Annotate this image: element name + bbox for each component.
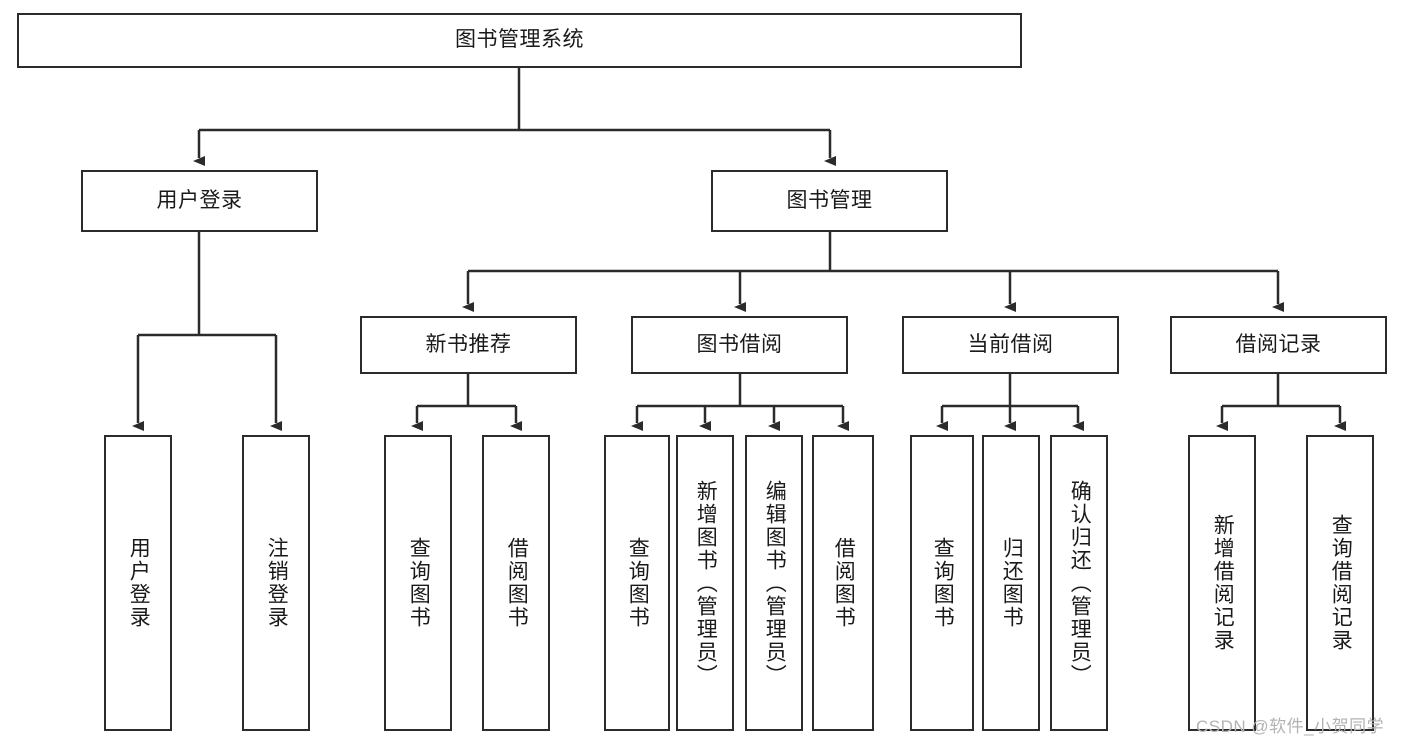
leaf-current-query-book[interactable]: 查询图书 xyxy=(910,435,974,731)
node-label: 图书借阅 xyxy=(696,332,783,356)
node-user-login[interactable]: 用户登录 xyxy=(81,170,318,232)
leaf-record-add-record[interactable]: 新增借阅记录 xyxy=(1188,435,1256,731)
node-label: 查询借阅记录 xyxy=(1329,514,1353,652)
leaf-current-return-book[interactable]: 归还图书 xyxy=(982,435,1040,731)
node-label: 新增图书（管理员） xyxy=(694,479,718,687)
node-label: 归还图书 xyxy=(1000,537,1024,629)
node-label: 确认归还（管理员） xyxy=(1068,479,1092,687)
leaf-user-login-login[interactable]: 用户登录 xyxy=(104,435,172,731)
leaf-borrow-borrow-book[interactable]: 借阅图书 xyxy=(812,435,874,731)
node-label: 用户登录 xyxy=(127,537,151,629)
leaf-borrow-query-book[interactable]: 查询图书 xyxy=(604,435,670,731)
leaf-borrow-edit-book[interactable]: 编辑图书（管理员） xyxy=(745,435,803,731)
node-label: 查询图书 xyxy=(407,537,431,629)
node-label: 借阅图书 xyxy=(832,537,856,629)
node-label: 当前借阅 xyxy=(967,332,1054,356)
node-root-system[interactable]: 图书管理系统 xyxy=(17,13,1022,68)
node-label: 查询图书 xyxy=(931,537,955,629)
node-label: 图书管理系统 xyxy=(455,28,584,52)
node-label: 借阅图书 xyxy=(505,537,529,629)
leaf-record-query-record[interactable]: 查询借阅记录 xyxy=(1306,435,1374,731)
watermark-csdn: CSDN @软件_小贺同学 xyxy=(1196,717,1385,736)
node-label: 图书管理 xyxy=(786,188,873,212)
node-label: 用户登录 xyxy=(156,188,243,212)
node-borrow-record[interactable]: 借阅记录 xyxy=(1170,316,1387,374)
leaf-new-book-borrow[interactable]: 借阅图书 xyxy=(482,435,550,731)
node-label: 查询图书 xyxy=(626,537,650,629)
node-label: 编辑图书（管理员） xyxy=(763,479,787,687)
node-label: 借阅记录 xyxy=(1235,332,1322,356)
node-new-book-recommend[interactable]: 新书推荐 xyxy=(360,316,577,374)
node-book-management[interactable]: 图书管理 xyxy=(711,170,948,232)
node-label: 新书推荐 xyxy=(425,332,512,356)
node-label: 注销登录 xyxy=(265,537,289,629)
leaf-borrow-add-book[interactable]: 新增图书（管理员） xyxy=(676,435,734,731)
node-book-borrow[interactable]: 图书借阅 xyxy=(631,316,848,374)
leaf-current-confirm-return[interactable]: 确认归还（管理员） xyxy=(1050,435,1108,731)
leaf-new-book-query[interactable]: 查询图书 xyxy=(384,435,452,731)
node-label: 新增借阅记录 xyxy=(1211,514,1235,652)
leaf-user-login-logout[interactable]: 注销登录 xyxy=(242,435,310,731)
node-current-borrow[interactable]: 当前借阅 xyxy=(902,316,1119,374)
